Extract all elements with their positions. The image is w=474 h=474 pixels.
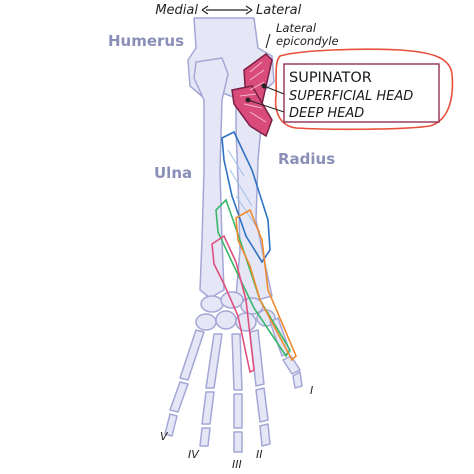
orientation-arrow: Medial Lateral <box>155 3 301 18</box>
supinator-callout: SUPINATOR SUPERFICIAL HEAD DEEP HEAD <box>245 48 454 131</box>
callout-superficial-head: SUPERFICIAL HEAD <box>289 89 413 104</box>
epicondyle-label-line1: Lateral <box>276 21 317 35</box>
bones <box>164 17 303 453</box>
callout-pointers <box>245 83 285 113</box>
phalanges <box>164 355 303 453</box>
pink-muscle <box>211 234 255 374</box>
blue-muscle <box>221 130 271 264</box>
digit-2-label: II <box>256 448 263 461</box>
digit-1-label: I <box>310 384 313 397</box>
callout-title: SUPINATOR <box>289 70 372 86</box>
ulna-bone <box>193 57 229 299</box>
digit-3-label: III <box>232 458 242 471</box>
supinator-deep-head <box>231 85 273 138</box>
radius-label: Radius <box>278 150 335 168</box>
epicondyle-label-line2: epicondyle <box>276 34 339 48</box>
epicondyle-pointer <box>265 33 271 49</box>
digit-4-label: IV <box>188 448 200 461</box>
medial-label: Medial <box>155 3 198 18</box>
metacarpal-bones <box>179 317 291 391</box>
humerus-label: Humerus <box>108 32 184 50</box>
orange-muscle <box>235 208 297 362</box>
callout-deep-head: DEEP HEAD <box>289 106 364 121</box>
callout-box <box>283 63 440 123</box>
ulna-label: Ulna <box>154 164 192 182</box>
digit-5-label: V <box>160 430 169 443</box>
callout-cloud <box>274 48 454 131</box>
supinator-muscle <box>231 53 273 138</box>
lateral-label: Lateral <box>256 3 302 18</box>
other-muscles <box>211 130 297 374</box>
